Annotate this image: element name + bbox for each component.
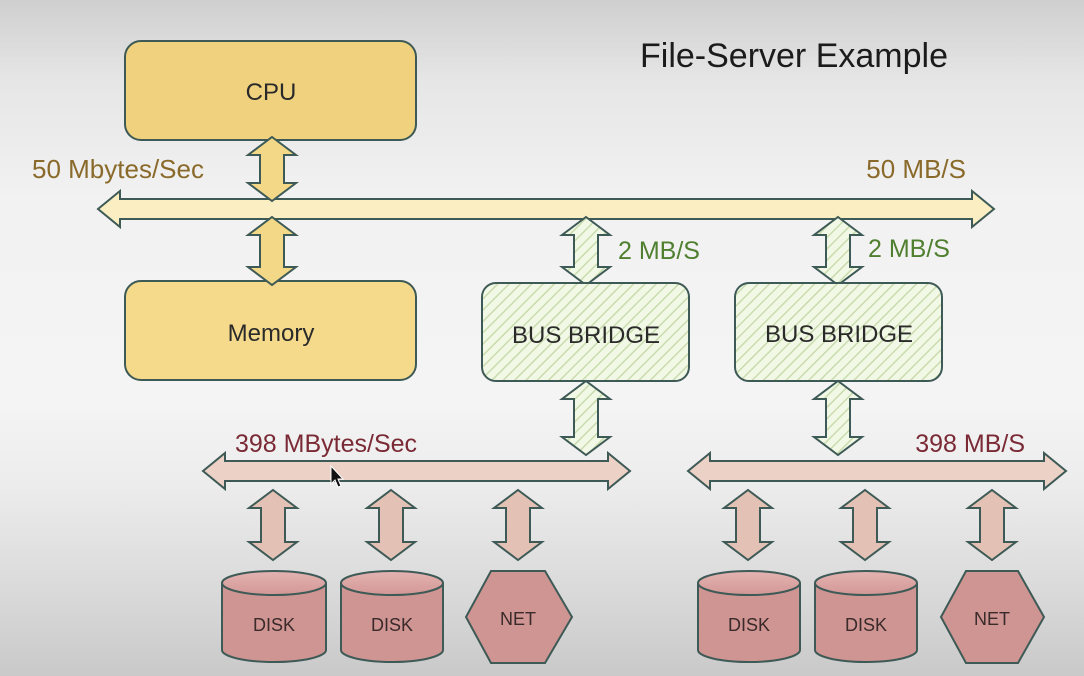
io-bus-2-device-2-label: DISK: [845, 615, 887, 635]
io-bus-2-device-2-arrow: [838, 488, 892, 562]
io-bus-1-device-1-arrow: [246, 488, 300, 562]
bus-memory-arrow: [245, 215, 299, 287]
bus-bridge-2-label: BUS BRIDGE: [765, 321, 913, 348]
disk-icon: [697, 570, 801, 663]
io-bus-2-rate: 398 MB/S: [915, 430, 1025, 458]
memory-label: Memory: [228, 320, 315, 347]
bus-bridge-1-lower-arrow: [559, 379, 613, 457]
io-bus-1-rate: 398 MBytes/Sec: [235, 430, 417, 458]
io-bus-2-device-3-arrow: [965, 488, 1019, 562]
io-bus-1-arrow: [201, 450, 632, 492]
bus-bridge-1-label: BUS BRIDGE: [512, 322, 660, 349]
io-bus-2-arrow: [686, 450, 1068, 492]
system-bus-arrow: [96, 188, 996, 230]
network-icon: [939, 570, 1046, 664]
io-bus-1-device-1-label: DISK: [253, 615, 295, 635]
io-bus-1-device-3-label: NET: [500, 609, 536, 629]
io-bus-2-device-1-arrow: [721, 488, 775, 562]
bus-bridge-1-upper-arrow: [559, 215, 613, 287]
io-bus-1-device-2-arrow: [364, 488, 418, 562]
disk-icon: [814, 570, 918, 663]
bus-bridge-2-upper-arrow: [811, 215, 865, 287]
cpu-label: CPU: [246, 79, 297, 106]
bus-bridge-1-rate: 2 MB/S: [618, 237, 700, 265]
bus-bridge-2-rate: 2 MB/S: [868, 235, 950, 263]
system-bus-right-rate: 50 MB/S: [866, 154, 966, 184]
system-bus-left-rate: 50 Mbytes/Sec: [32, 154, 204, 184]
io-bus-1-device-2-label: DISK: [371, 615, 413, 635]
disk-icon: [340, 570, 444, 663]
io-bus-2-device-1-label: DISK: [728, 615, 770, 635]
cpu-bus-arrow: [245, 135, 299, 203]
io-bus-2-device-3-label: NET: [974, 609, 1010, 629]
mouse-cursor-icon: [330, 464, 345, 488]
bus-bridge-2-lower-arrow: [811, 379, 865, 457]
diagram-title: File-Server Example: [640, 37, 948, 75]
network-icon: [464, 570, 574, 664]
io-bus-1-device-3-arrow: [491, 488, 545, 562]
disk-icon: [221, 570, 327, 663]
